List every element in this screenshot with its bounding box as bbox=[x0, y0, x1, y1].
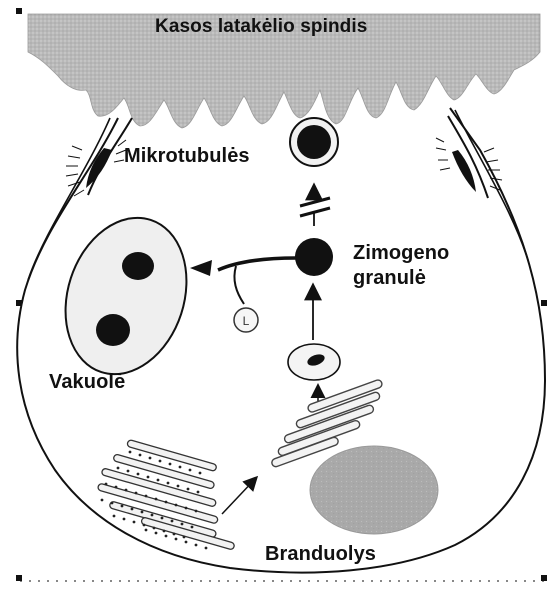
rough-er bbox=[97, 439, 235, 550]
vacuole-label: Vakuolė bbox=[49, 371, 125, 393]
exocytosing-granule bbox=[290, 118, 338, 166]
microtubules-label: Mikrotubulės bbox=[124, 145, 250, 167]
right-junction bbox=[436, 116, 502, 198]
secretion-pathway bbox=[300, 186, 330, 226]
lysosome: L bbox=[234, 308, 258, 332]
zymogen-granule bbox=[295, 238, 333, 276]
condensing-vacuole bbox=[288, 344, 340, 380]
zymogen-granule-label: Zimogeno granulė bbox=[353, 241, 449, 291]
er-to-golgi-arrow bbox=[222, 478, 256, 514]
nucleus-label: Branduolys bbox=[265, 543, 376, 565]
right-cell-edge bbox=[455, 110, 528, 260]
lysosome-label: L bbox=[243, 314, 250, 328]
zymogen-label-line1: Zimogeno bbox=[353, 241, 449, 266]
zymogen-label-line2: granulė bbox=[353, 266, 449, 291]
lumen-label: Kasos latakėlio spindis bbox=[155, 17, 367, 38]
granule-to-vacuole-arrow bbox=[190, 258, 296, 304]
vacuole bbox=[46, 202, 206, 390]
nucleus bbox=[310, 446, 438, 534]
